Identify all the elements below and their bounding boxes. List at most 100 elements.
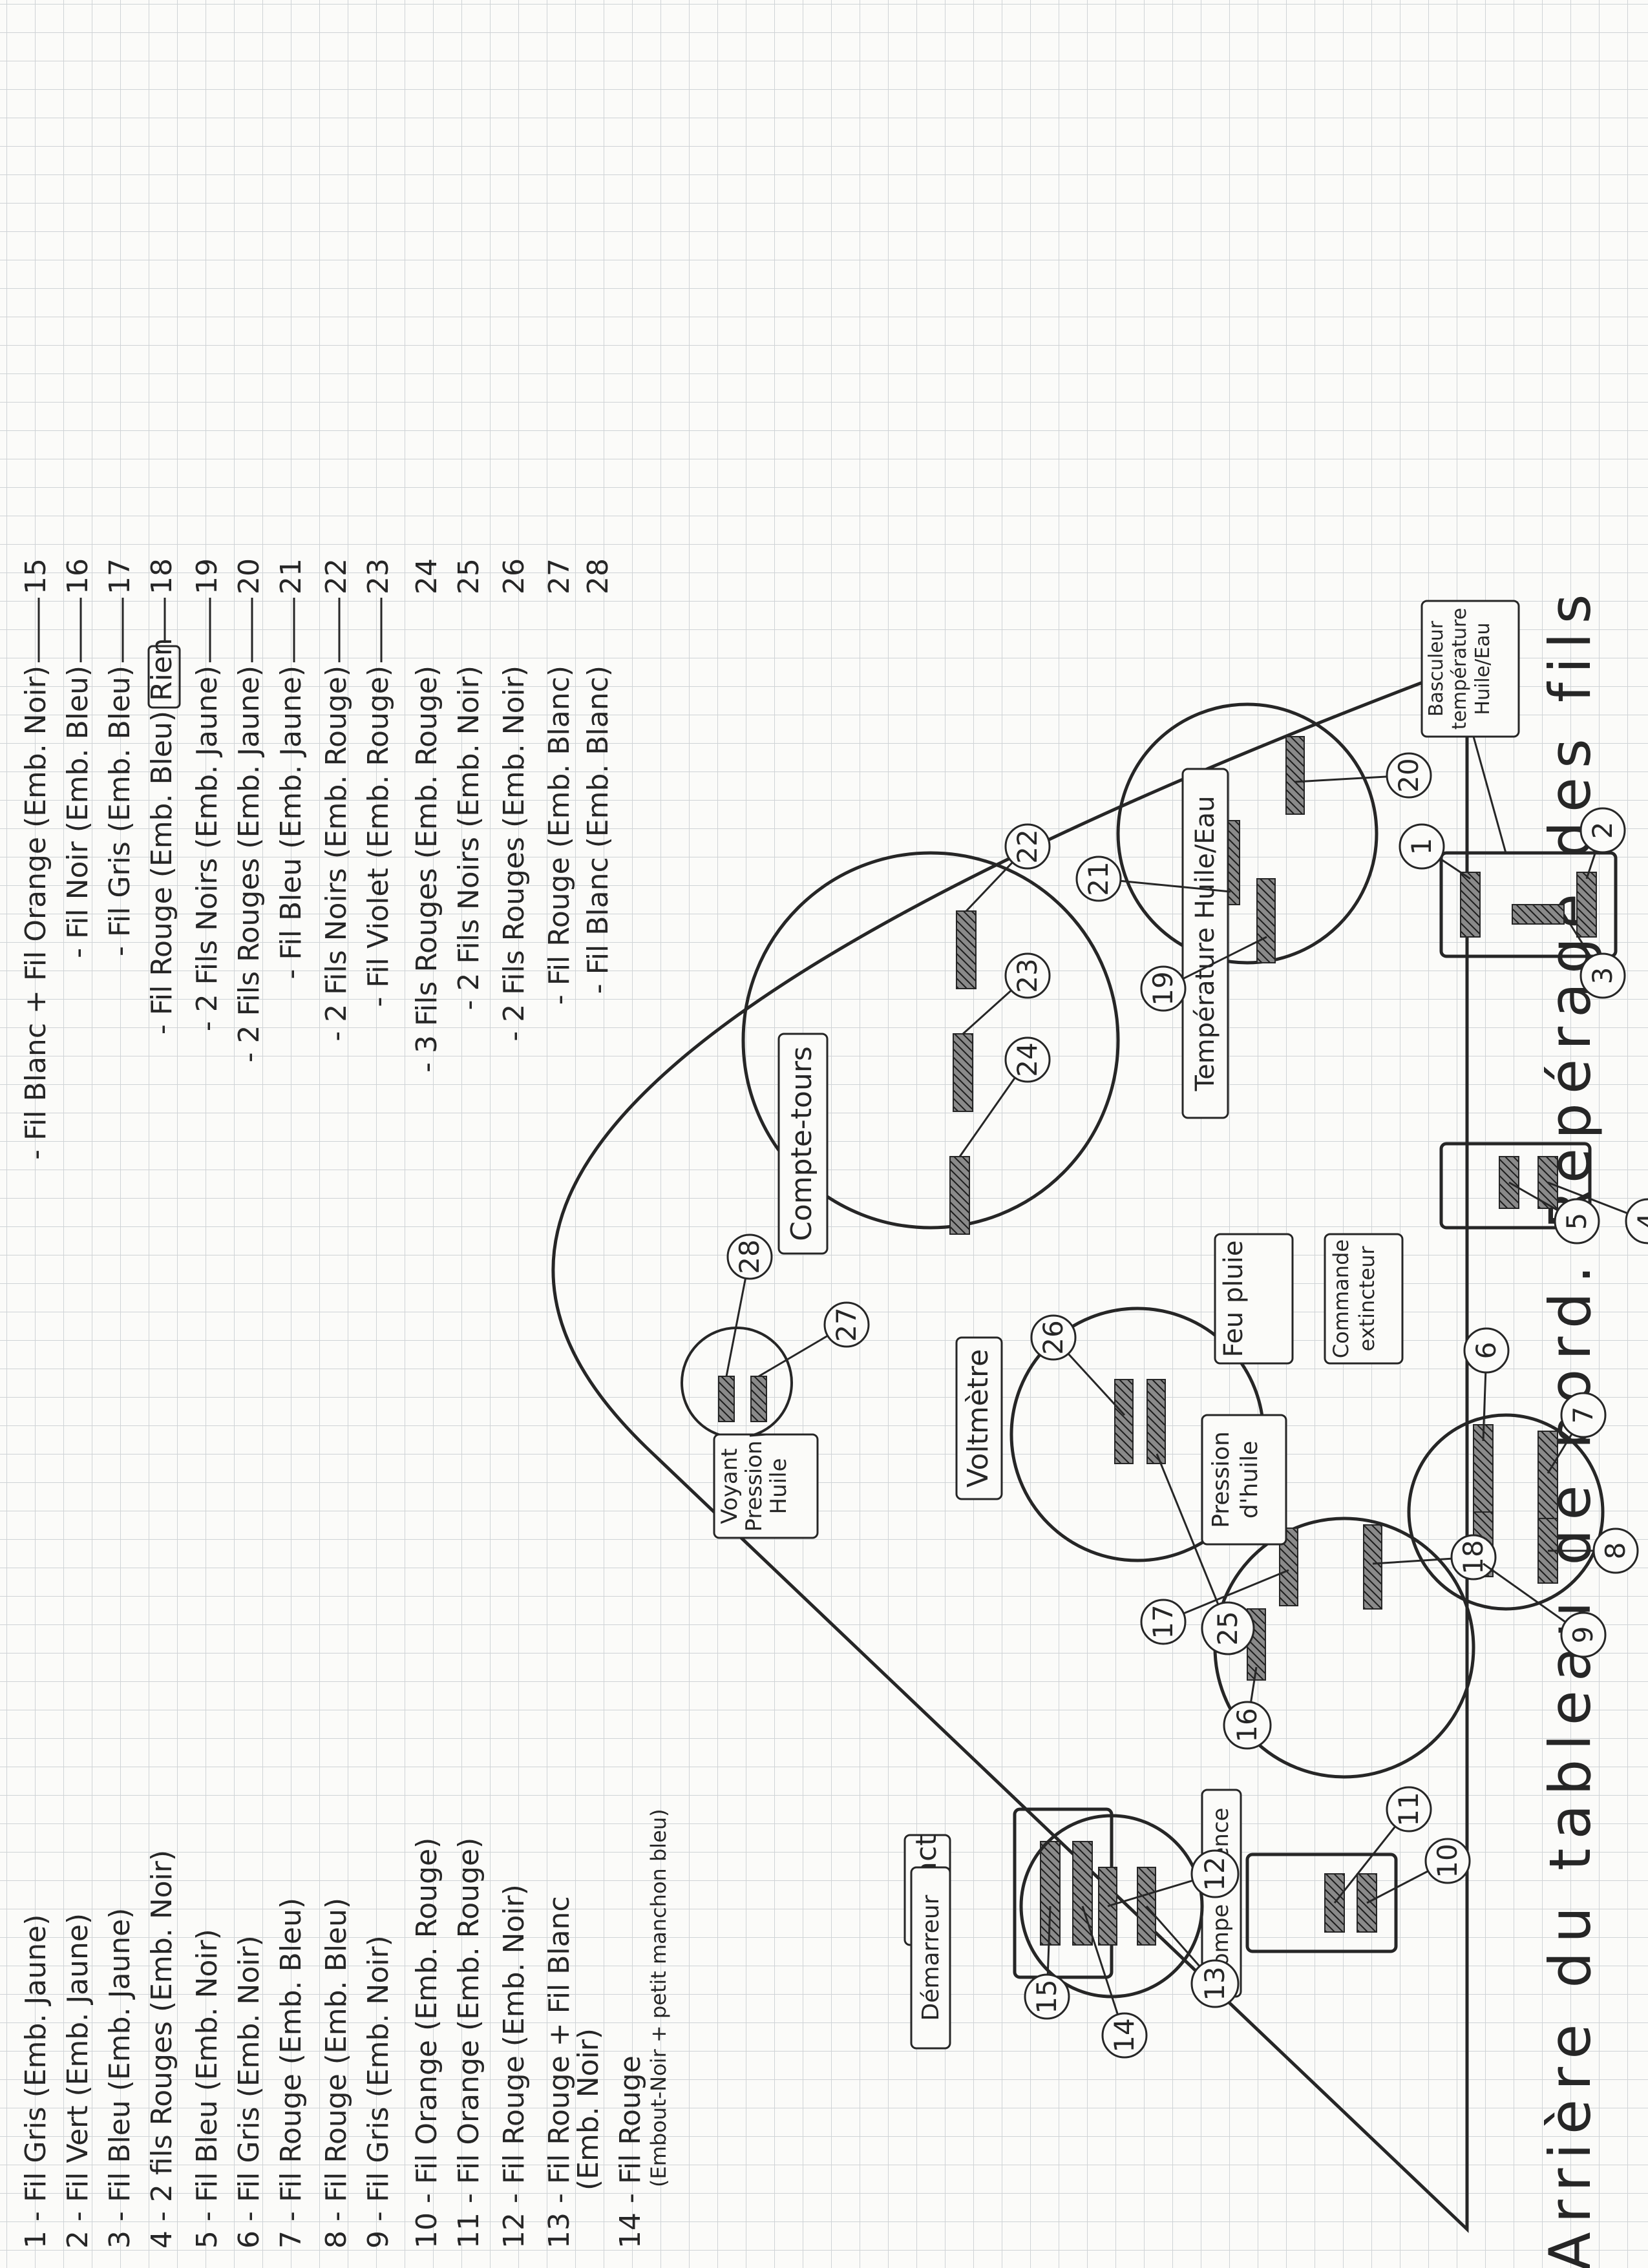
legend-item-14: 14 - Fil Rouge xyxy=(614,2055,647,2249)
legend-item-13-sub: (Emb. Noir) xyxy=(572,2028,605,2190)
callout-23: 23 xyxy=(1011,958,1043,992)
legend-num-26: 26 xyxy=(498,558,531,594)
legend-item-18-note: Rien xyxy=(145,638,178,701)
callout-2: 2 xyxy=(1587,822,1618,839)
legend-item-19-text: - 2 Fils Noirs (Emb. Jaune) xyxy=(191,666,224,1031)
compte-tours-label-box xyxy=(777,1033,829,1255)
terminal-3 xyxy=(1512,904,1565,925)
legend-item-23-text: - Fil Violet (Emb. Rouge) xyxy=(362,666,395,1007)
pression-label: Pression d'huile xyxy=(1208,1431,1263,1528)
legend-num-28: 28 xyxy=(582,558,615,594)
legend-num-18: 18 xyxy=(145,558,178,594)
legend-item-7: 7 - Fil Rouge (Emb. Bleu) xyxy=(275,1898,308,2249)
callout-22: 22 xyxy=(1011,829,1043,863)
legend-item-24-text: - 3 Fils Rouges (Emb. Rouge) xyxy=(410,666,443,1073)
legend-num-24: 24 xyxy=(410,558,443,594)
compte-tours: Compte-tours xyxy=(741,851,1120,1255)
legend-item-20-text: - 2 Fils Rouges (Emb. Jaune) xyxy=(233,666,266,1062)
legend-item-18-text: - Fil Rouge (Emb. Bleu) xyxy=(145,711,178,1034)
callout-20: 20 xyxy=(1393,758,1424,792)
feu-pluie-label: Feu pluie xyxy=(1219,1240,1249,1358)
legend-num-15: 15 xyxy=(19,558,52,594)
callout-15: 15 xyxy=(1031,1979,1062,2013)
callout-12: 12 xyxy=(1199,1856,1231,1891)
terminal-24 xyxy=(949,1156,970,1235)
temperature-label-box xyxy=(1181,768,1229,1119)
callout-16: 16 xyxy=(1231,1708,1263,1742)
terminal-2 xyxy=(1576,872,1597,938)
legend-item-2: 2 - Fil Vert (Emb. Jaune) xyxy=(61,1913,94,2249)
terminal-17 xyxy=(1279,1528,1298,1606)
pompe-essence: Pompe essence xyxy=(1201,1789,1398,1998)
terminal-25 xyxy=(1146,1379,1166,1464)
callout-28: 28 xyxy=(734,1239,765,1274)
legend-item-16-text: - Fil Noir (Emb. Bleu) xyxy=(61,666,94,958)
legend-num-23: 23 xyxy=(362,558,395,594)
legend-num-22: 22 xyxy=(320,558,353,594)
demarreur-label: Démarreur xyxy=(918,1895,944,2021)
feu-pluie-label-box xyxy=(1214,1233,1294,1365)
voltmetre-label: Voltmètre xyxy=(962,1349,995,1487)
callout-24: 24 xyxy=(1011,1042,1043,1076)
voltmetre: Voltmètre xyxy=(955,1307,1265,1562)
terminal-20 xyxy=(1285,736,1305,815)
legend-num-20: 20 xyxy=(233,558,266,594)
temperature-huile-eau: Température Huile/Eau xyxy=(1116,702,1379,1119)
legend-item-22-text: - 2 Fils Noirs (Emb. Rouge) xyxy=(320,666,353,1042)
legend-item-13: 13 - Fil Rouge + Fil Blanc xyxy=(543,1896,576,2249)
callout-1: 1 xyxy=(1406,838,1437,856)
legend-left: 1 - Fil Gris (Emb. Jaune) 2 - Fil Vert (… xyxy=(19,1809,671,2249)
legend-item-10: 10 - Fil Orange (Emb. Rouge) xyxy=(410,1838,443,2249)
callout-26: 26 xyxy=(1037,1320,1069,1354)
callout-9: 9 xyxy=(1567,1626,1599,1644)
commande-label-box xyxy=(1324,1233,1404,1365)
voyant-pression-huile: Voyant Pression Huile xyxy=(681,1327,819,1539)
terminal-23 xyxy=(953,1033,973,1112)
rien-box xyxy=(147,645,181,709)
commande-extincteur: Commande extincteur xyxy=(1324,1233,1605,1611)
callout-6: 6 xyxy=(1470,1342,1502,1360)
terminal-18 xyxy=(1363,1524,1382,1610)
terminal-27 xyxy=(750,1376,767,1422)
legend-item-14-sub: (Embout-Noir + petit manchon bleu) xyxy=(646,1809,671,2187)
callout-13: 13 xyxy=(1199,1966,1231,2000)
legend-item-27-text: - Fil Rouge (Emb. Blanc) xyxy=(543,666,576,1005)
terminal-1 xyxy=(1460,872,1481,938)
legend-item-8: 8 - Fil Rouge (Emb. Bleu) xyxy=(320,1898,353,2249)
legend-item-17-text: - Fil Gris (Emb. Bleu) xyxy=(103,666,136,956)
callout-7: 7 xyxy=(1567,1407,1599,1424)
basculeur-label: Basculeur température Huile/Eau xyxy=(1425,607,1494,730)
callout-21: 21 xyxy=(1083,861,1114,896)
terminal-19 xyxy=(1256,878,1276,963)
terminal-26 xyxy=(1114,1379,1134,1464)
legend-num-16: 16 xyxy=(61,558,94,594)
callout-11: 11 xyxy=(1393,1792,1424,1826)
callout-8: 8 xyxy=(1600,1542,1631,1560)
terminal-7 xyxy=(1537,1431,1558,1522)
legend-num-17: 17 xyxy=(103,558,136,594)
basculeur-label-box xyxy=(1421,600,1520,738)
legend-num-21: 21 xyxy=(275,558,308,594)
callout-3: 3 xyxy=(1587,967,1618,985)
callout-18: 18 xyxy=(1457,1540,1489,1574)
demarreur-label-box xyxy=(910,1866,951,2050)
terminal-28 xyxy=(718,1376,735,1422)
pression-label-box xyxy=(1201,1414,1287,1546)
legend-item-25-text: - 2 Fils Noirs (Emb. Noir) xyxy=(452,666,485,1010)
callout-10: 10 xyxy=(1431,1843,1463,1878)
legend-num-19: 19 xyxy=(191,558,224,594)
legend-item-28-text: - Fil Blanc (Emb. Blanc) xyxy=(582,666,615,994)
callout-5: 5 xyxy=(1561,1213,1592,1230)
feu-pluie: Feu pluie xyxy=(1214,1142,1592,1365)
callout-4: 4 xyxy=(1632,1213,1648,1230)
legend-num-27: 27 xyxy=(543,558,576,594)
callout-25: 25 xyxy=(1212,1611,1243,1645)
dashboard-outline xyxy=(551,663,1469,2233)
legend-item-9: 9 - Fil Gris (Emb. Noir) xyxy=(362,1935,395,2249)
callouts xyxy=(725,752,1648,2059)
legend-item-12: 12 - Fil Rouge (Emb. Noir) xyxy=(498,1884,531,2249)
legend-item-4: 4 - 2 fils Rouges (Emb. Noir) xyxy=(145,1850,178,2249)
compte-tours-label: Compte-tours xyxy=(785,1046,818,1241)
legend-item-3: 3 - Fil Bleu (Emb. Jaune) xyxy=(103,1908,136,2249)
callout-27: 27 xyxy=(830,1307,862,1341)
